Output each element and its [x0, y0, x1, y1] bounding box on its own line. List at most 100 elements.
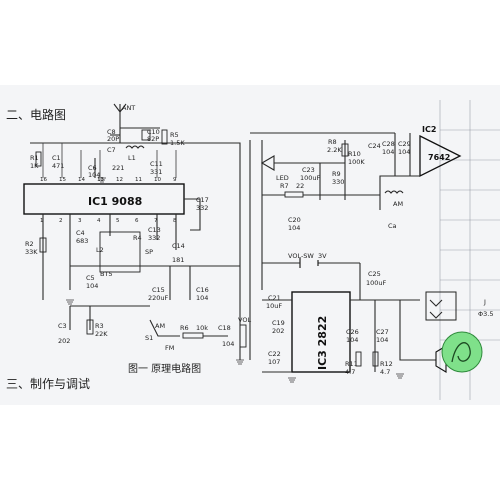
c1-value: 471: [52, 162, 64, 170]
ic2-part: 7642: [428, 153, 450, 162]
r1-label: R1: [30, 154, 39, 162]
c25-label: C25: [368, 270, 381, 278]
r8-value: 2.2K: [327, 146, 342, 154]
c15-value: 220uF: [148, 294, 169, 302]
pin-6: 6: [135, 218, 139, 224]
r9-label: R9: [332, 170, 341, 178]
section-heading-build: 三、制作与调试: [6, 376, 90, 391]
volsw-label: VOL-SW: [288, 252, 314, 260]
c13-label: C13: [148, 226, 161, 234]
c5-label: C5: [86, 274, 95, 282]
ic3-periphery: C21 10uF C19 202 C22 107 C26 104 C27 104…: [262, 294, 420, 376]
r3-label: R3: [95, 322, 104, 330]
section-heading-circuit: 二、电路图: [6, 107, 66, 122]
battery-label: 3V: [318, 252, 327, 260]
indicator-section: LED R8 2.2K C23 100uF R9 330 R7 22 C20 1…: [260, 138, 380, 232]
c3-value: 202: [58, 337, 70, 345]
s1-label: S1: [145, 334, 153, 342]
r3-value: 22K: [95, 330, 108, 338]
ic2-amp: [419, 134, 462, 178]
r10-value: 100K: [348, 158, 365, 166]
c22-label: C22: [268, 350, 281, 358]
c26-value: 104: [346, 336, 358, 344]
r12-value: 4.7: [380, 368, 390, 376]
c6-label: C6: [88, 164, 97, 172]
r11-label: R11: [345, 360, 358, 368]
c7-value: 221: [112, 164, 124, 172]
am-label: AM: [155, 322, 165, 330]
c16-value: 104: [196, 294, 208, 302]
r2-value: 33K: [25, 248, 38, 256]
pin-11: 11: [135, 177, 142, 183]
c23-label: C23: [302, 166, 315, 174]
c11-value: 331: [150, 168, 162, 176]
c17-value: 332: [196, 204, 208, 212]
pin-7: 7: [154, 218, 158, 224]
c18-label: C18: [218, 324, 231, 332]
c11-label: C11: [150, 160, 163, 168]
c10-label: C10: [147, 128, 160, 136]
fm-label: FM: [165, 344, 174, 352]
pin-12: 12: [116, 177, 123, 183]
l2-label: L2: [96, 246, 104, 254]
r8-label: R8: [328, 138, 337, 146]
c14-label: C14: [172, 242, 185, 250]
c28-value: 104: [382, 148, 394, 156]
pin-3: 3: [78, 218, 82, 224]
ic1-lower-network: R2 33K C4 683 L2 BT5 R4 C13 332 C14 SP 1…: [25, 214, 240, 345]
pin-1: 1: [40, 218, 44, 224]
recorder-logo-icon: [441, 331, 483, 373]
ic3-label: IC3 2822: [316, 316, 329, 370]
jack-size: Φ3.5: [478, 310, 493, 318]
c21-label: C21: [268, 294, 281, 302]
c27-value: 104: [376, 336, 388, 344]
c25-value: 100uF: [366, 279, 387, 287]
vol-label: VOL: [238, 316, 251, 324]
c17: C17 332: [184, 196, 209, 231]
r6-label: R6: [180, 324, 189, 332]
r2-label: R2: [25, 240, 34, 248]
ant-label: ANT: [122, 104, 135, 112]
c13-value: 332: [148, 234, 160, 242]
ground-symbols: [66, 177, 404, 383]
c20-label: C20: [288, 216, 301, 224]
pin-2: 2: [59, 218, 63, 224]
r6-value: 10k: [196, 324, 208, 332]
r7-value: 22: [296, 182, 304, 190]
c19-label: C19: [272, 319, 285, 327]
bt5-label: BT5: [100, 270, 113, 278]
r5-label: R5: [170, 131, 179, 139]
ic1-label: IC1 9088: [88, 195, 142, 208]
c8-label: C8: [107, 128, 116, 136]
r11-value: 4.7: [345, 368, 355, 376]
c18-value: 104: [222, 340, 234, 348]
l1-label: L1: [128, 154, 136, 162]
c4-label: C4: [76, 229, 85, 237]
r5-value: 1.5K: [170, 139, 185, 147]
jack-label: J: [483, 298, 486, 306]
c20-value: 104: [288, 224, 300, 232]
c17-label: C17: [196, 196, 209, 204]
led-label: LED: [276, 174, 289, 182]
c26-label: C26: [346, 328, 359, 336]
c29-label: C29: [398, 140, 411, 148]
c22-value: 107: [268, 358, 280, 366]
pin-5: 5: [116, 218, 120, 224]
r10-label: R10: [348, 150, 361, 158]
c3-label: C3: [58, 322, 67, 330]
pin-4: 4: [97, 218, 101, 224]
c21-value: 10uF: [266, 302, 282, 310]
r1-value: 1K: [30, 162, 39, 170]
c10-value: 82P: [147, 135, 159, 143]
c19-value: 202: [272, 327, 284, 335]
c24-label: C24: [368, 142, 381, 150]
ic2-section: 7642 IC2 R10 100K C24 C28 104 C29 104 AM…: [348, 125, 462, 230]
center-bus: [239, 140, 263, 360]
c8-value: 20P: [107, 135, 119, 143]
c1-label: C1: [52, 154, 61, 162]
pin-8: 8: [173, 218, 177, 224]
pin-10: 10: [154, 177, 161, 183]
c27-label: C27: [376, 328, 389, 336]
